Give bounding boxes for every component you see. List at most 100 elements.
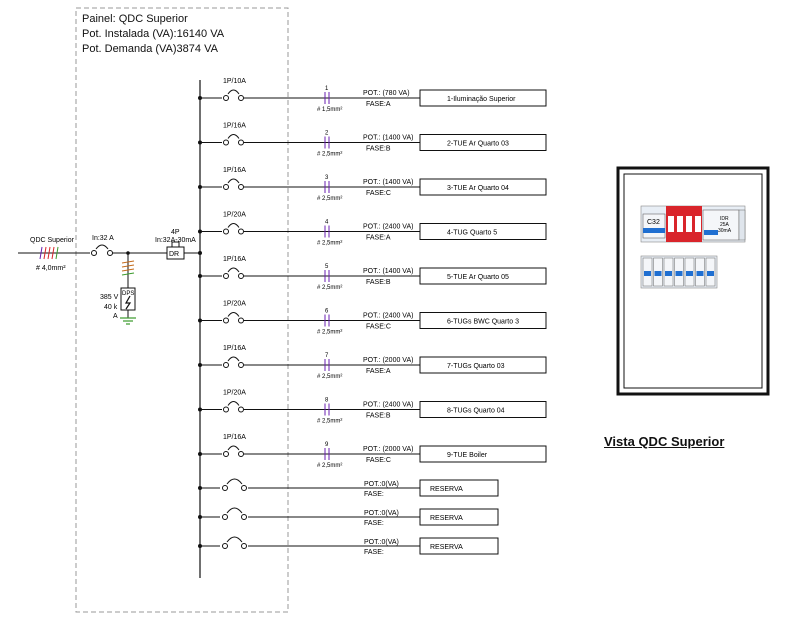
circuit-label-box	[419, 134, 547, 151]
module-idr-rating: 25A	[720, 222, 730, 228]
circuit-row: 1P/20A 6 # 2,5mm² POT.: (2400 VA) FASE:C 6-TU…	[198, 301, 547, 336]
circuit-label: 2-TUE Ar Quarto 03	[447, 141, 509, 148]
circuit-label: 7-TUGs Quarto 03	[447, 363, 505, 370]
module-idr-sens: 30mA	[718, 228, 732, 234]
breaker-symbol	[222, 223, 244, 237]
reserve-label-box	[419, 479, 499, 497]
phase-marks	[324, 92, 330, 104]
circuit-label: 1-Iluminação Superior	[447, 96, 516, 103]
phase-marks	[324, 314, 330, 327]
circuit-phase: FASE:B	[366, 413, 391, 420]
wire-number: 2	[325, 131, 329, 137]
reserve-power: POT.:0(VA)	[364, 510, 399, 517]
phase-marks	[324, 403, 330, 416]
breaker-row-bottom	[640, 255, 718, 289]
circuit-label-box	[419, 267, 547, 285]
circuit-phase: FASE:A	[366, 235, 391, 242]
circuit-label-box	[419, 312, 547, 329]
panel-title: Painel: QDC Superior	[82, 13, 188, 25]
phase-marks	[324, 359, 330, 371]
wire-number: 9	[325, 442, 329, 448]
circuit-phase: FASE:B	[366, 146, 391, 153]
circuit-power: POT.: (2400 VA)	[363, 313, 413, 320]
circuit-phase: FASE:C	[366, 324, 391, 331]
dr-label: DR	[169, 251, 179, 258]
reserve-label: RESERVA	[430, 544, 463, 551]
feeder-label: QDC Superior	[30, 237, 75, 244]
breaker-rating: 1P/20A	[223, 212, 246, 219]
circuit-power: POT.: (1400 VA)	[363, 268, 413, 275]
circuit-power: POT.: (2000 VA)	[363, 446, 413, 453]
busbar-junction	[198, 251, 202, 255]
dr-symbol	[166, 241, 185, 260]
breaker-rating: 1P/16A	[223, 434, 246, 441]
cable-size: # 2,5mm²	[317, 152, 342, 158]
breaker-rating: 1P/20A	[223, 390, 246, 397]
cable-size: # 2,5mm²	[317, 285, 342, 291]
circuit-label: 8-TUGs Quarto 04	[447, 408, 505, 415]
cable-size: # 2,5mm²	[317, 419, 342, 425]
reserve-label: RESERVA	[430, 515, 463, 522]
circuit-phase: FASE:B	[366, 279, 391, 286]
dps-current: 40 k	[104, 304, 118, 311]
main-breaker-rating: In:32 A	[92, 235, 114, 242]
breaker-rating: 1P/16A	[223, 167, 246, 174]
panel-view: C32 IDR 25A 30mA	[616, 166, 770, 396]
dps-unit: A	[113, 313, 118, 320]
circuit-power: POT.: (1400 VA)	[363, 179, 413, 186]
panel-boundary	[75, 7, 289, 613]
breaker-rating: 1P/16A	[223, 123, 246, 130]
breaker-symbol	[222, 312, 244, 326]
reserve-breaker-symbol	[220, 478, 248, 494]
circuit-label: 9-TUE Boiler	[447, 452, 488, 459]
circuit-power: POT.: (2400 VA)	[363, 402, 413, 409]
breaker-symbol	[222, 267, 244, 281]
module-idr: IDR	[720, 216, 729, 222]
cable-size: # 2,5mm²	[317, 374, 342, 380]
view-title: Vista QDC Superior	[604, 434, 725, 449]
breaker-rating: 1P/16A	[223, 256, 246, 263]
circuit-label-box	[419, 178, 547, 196]
dps-branch	[120, 251, 136, 325]
circuit-label-box	[419, 89, 547, 107]
phase-marks	[324, 225, 330, 238]
circuit-phase: FASE:C	[366, 190, 391, 197]
reserve-phase: FASE:	[364, 549, 384, 556]
wire-number: 5	[325, 264, 329, 270]
dr-rating: In:32A-30mA	[155, 237, 196, 244]
reserve-row: POT.:0(VA)FASE:RESERVA	[198, 507, 499, 527]
circuit-label: 6-TUGs BWC Quarto 3	[447, 319, 519, 326]
circuit-phase: FASE:C	[366, 457, 391, 464]
circuit-label-box	[419, 356, 547, 374]
breaker-rating: 1P/20A	[223, 301, 246, 308]
breaker-symbol	[222, 356, 244, 370]
breaker-symbol	[222, 134, 244, 148]
circuit-power: POT.: (780 VA)	[363, 90, 410, 97]
cable-size: # 2,5mm²	[317, 330, 342, 336]
wire-number: 6	[325, 309, 329, 315]
wire-number: 3	[325, 175, 329, 181]
reserve-breaker-symbol	[220, 536, 248, 552]
reserve-label-box	[419, 537, 499, 555]
circuit-label-box	[419, 401, 547, 418]
reserve-phase: FASE:	[364, 491, 384, 498]
breaker-symbol	[222, 178, 244, 192]
phase-marks	[324, 448, 330, 460]
circuit-phase: FASE:A	[366, 368, 391, 375]
feeder-phase-marks	[39, 246, 59, 260]
breaker-row-top	[640, 205, 746, 243]
wire-number: 8	[325, 398, 329, 404]
panel-header: Painel: QDC Superior Pot. Instalada (VA)…	[82, 12, 224, 57]
installed-power: Pot. Instalada (VA):16140 VA	[82, 28, 225, 40]
reserve-row: POT.:0(VA)FASE:RESERVA	[198, 478, 499, 498]
breaker-symbol	[222, 401, 244, 415]
circuit-label: 4-TUG Quarto 5	[447, 230, 497, 237]
reserve-row: POT.:0(VA)FASE:RESERVA	[198, 536, 499, 556]
reserve-label-box	[419, 508, 499, 526]
